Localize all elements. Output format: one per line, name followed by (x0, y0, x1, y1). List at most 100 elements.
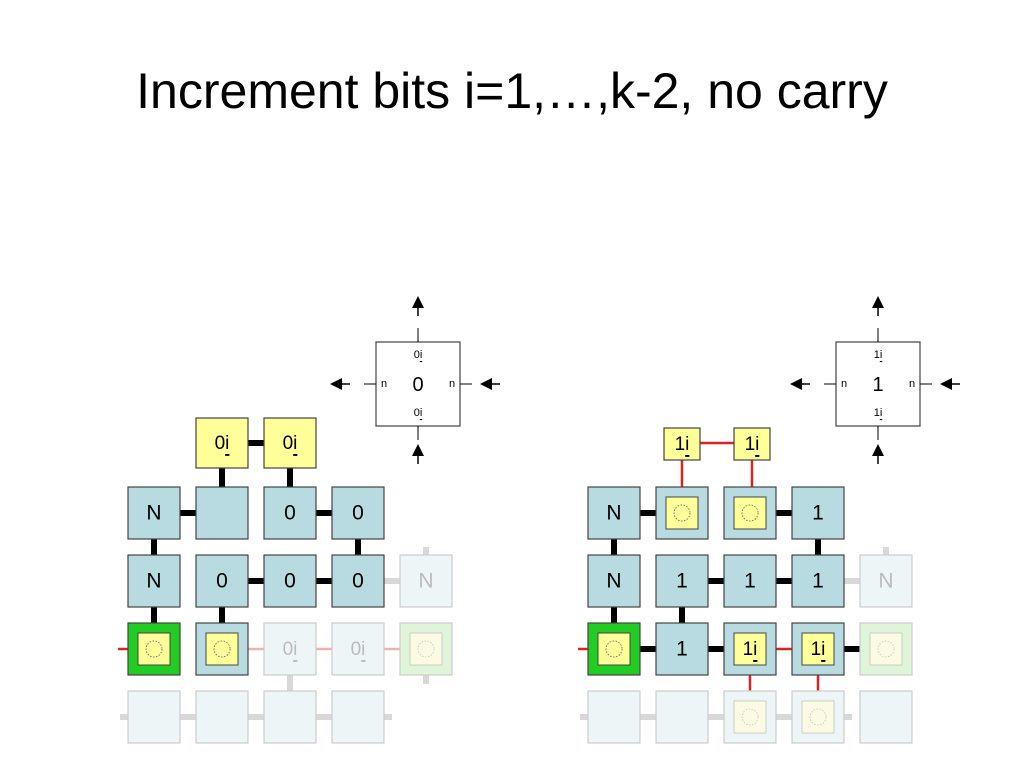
inner-square (801, 632, 835, 666)
tile (195, 486, 249, 540)
tile (587, 690, 641, 744)
tile-box (663, 427, 701, 461)
tile: 0i (331, 622, 385, 676)
tile: N (859, 554, 913, 608)
inner-square (869, 632, 903, 666)
tile: N (587, 554, 641, 608)
tile-label: 0 (352, 502, 364, 525)
tile (127, 690, 181, 744)
tile-box (263, 690, 317, 744)
tile: 0 (331, 554, 385, 608)
tile: 1i (663, 427, 701, 461)
tile-box (791, 486, 845, 540)
tile: 0i (263, 622, 317, 676)
tile-box (655, 622, 709, 676)
slide-title: Increment bits i=1,…,k-2, no carry (136, 63, 888, 119)
tile: 0 (195, 554, 249, 608)
legend-box (375, 341, 461, 427)
tile (859, 622, 913, 676)
tile-label: n (449, 378, 455, 390)
tile-label: 1 (676, 638, 688, 661)
inner-square (205, 632, 239, 666)
inner-square (733, 700, 767, 734)
tile-label: 0 (216, 570, 228, 593)
tile-label: 1i (874, 407, 883, 419)
tile (195, 690, 249, 744)
tile-box (263, 554, 317, 608)
tile (723, 486, 777, 540)
tile (655, 486, 709, 540)
tile: 0 (331, 486, 385, 540)
tile-box (127, 690, 181, 744)
dotted-circle (741, 504, 759, 522)
tile-label: 0i (414, 349, 423, 361)
tile-box (723, 554, 777, 608)
dotted-circle (213, 640, 231, 658)
tile-box (331, 690, 385, 744)
tile: N (127, 486, 181, 540)
tile-label: 0 (412, 374, 423, 396)
tile: 1 (723, 554, 777, 608)
tile-box (195, 417, 249, 469)
tile-box (587, 486, 641, 540)
tile-label: 1i (743, 639, 758, 660)
tile-label: n (909, 378, 915, 390)
tile-box (127, 554, 181, 608)
inner-square (665, 496, 699, 530)
inner-square (733, 496, 767, 530)
tile-label: 1 (872, 374, 883, 396)
tile (331, 690, 385, 744)
tile (791, 690, 845, 744)
tile-label: N (146, 502, 161, 525)
tile-label: 0i (351, 639, 366, 660)
tile (399, 622, 453, 676)
tile-label: 0i (283, 639, 298, 660)
tile (587, 622, 641, 676)
tile: 0i (195, 417, 249, 469)
tile: 1 (655, 554, 709, 608)
tile-box (263, 486, 317, 540)
tile-box (859, 690, 913, 744)
tile-type-legend: 0 0i 0i n n (330, 296, 500, 464)
tile-box (587, 690, 641, 744)
tile-label: n (381, 378, 387, 390)
tile: 1 (791, 554, 845, 608)
tile-label: n (841, 378, 847, 390)
tile: 1 (791, 486, 845, 540)
tile-box (263, 417, 317, 469)
tile: N (399, 554, 453, 608)
tile-label: 1 (744, 570, 756, 593)
tile: N (587, 486, 641, 540)
inner-square (597, 632, 631, 666)
tile-box (195, 690, 249, 744)
tile: 1i (733, 427, 771, 461)
tile-box (859, 554, 913, 608)
tile: 0i (263, 417, 317, 469)
tile (655, 690, 709, 744)
tile-label: 1 (812, 570, 824, 593)
tile: 1i (791, 622, 845, 676)
tile: N (127, 554, 181, 608)
tile (859, 690, 913, 744)
tile-label: 0 (352, 570, 364, 593)
tile-label: 1i (675, 434, 690, 455)
tile-label: N (606, 502, 621, 525)
tile: 1i (723, 622, 777, 676)
dotted-circle (673, 504, 691, 522)
inner-square (409, 632, 443, 666)
dotted-circle (145, 640, 163, 658)
tile-label: N (878, 570, 893, 593)
tile-box (733, 427, 771, 461)
tile-label: 1i (745, 434, 760, 455)
dotted-circle (417, 640, 435, 658)
tile-box (791, 554, 845, 608)
tile-box (331, 554, 385, 608)
tile-label: 0i (215, 433, 230, 454)
tile-label: 0i (414, 407, 423, 419)
tile-box (127, 486, 181, 540)
tile: 1 (655, 622, 709, 676)
tile-box (587, 554, 641, 608)
tile-box (263, 622, 317, 676)
